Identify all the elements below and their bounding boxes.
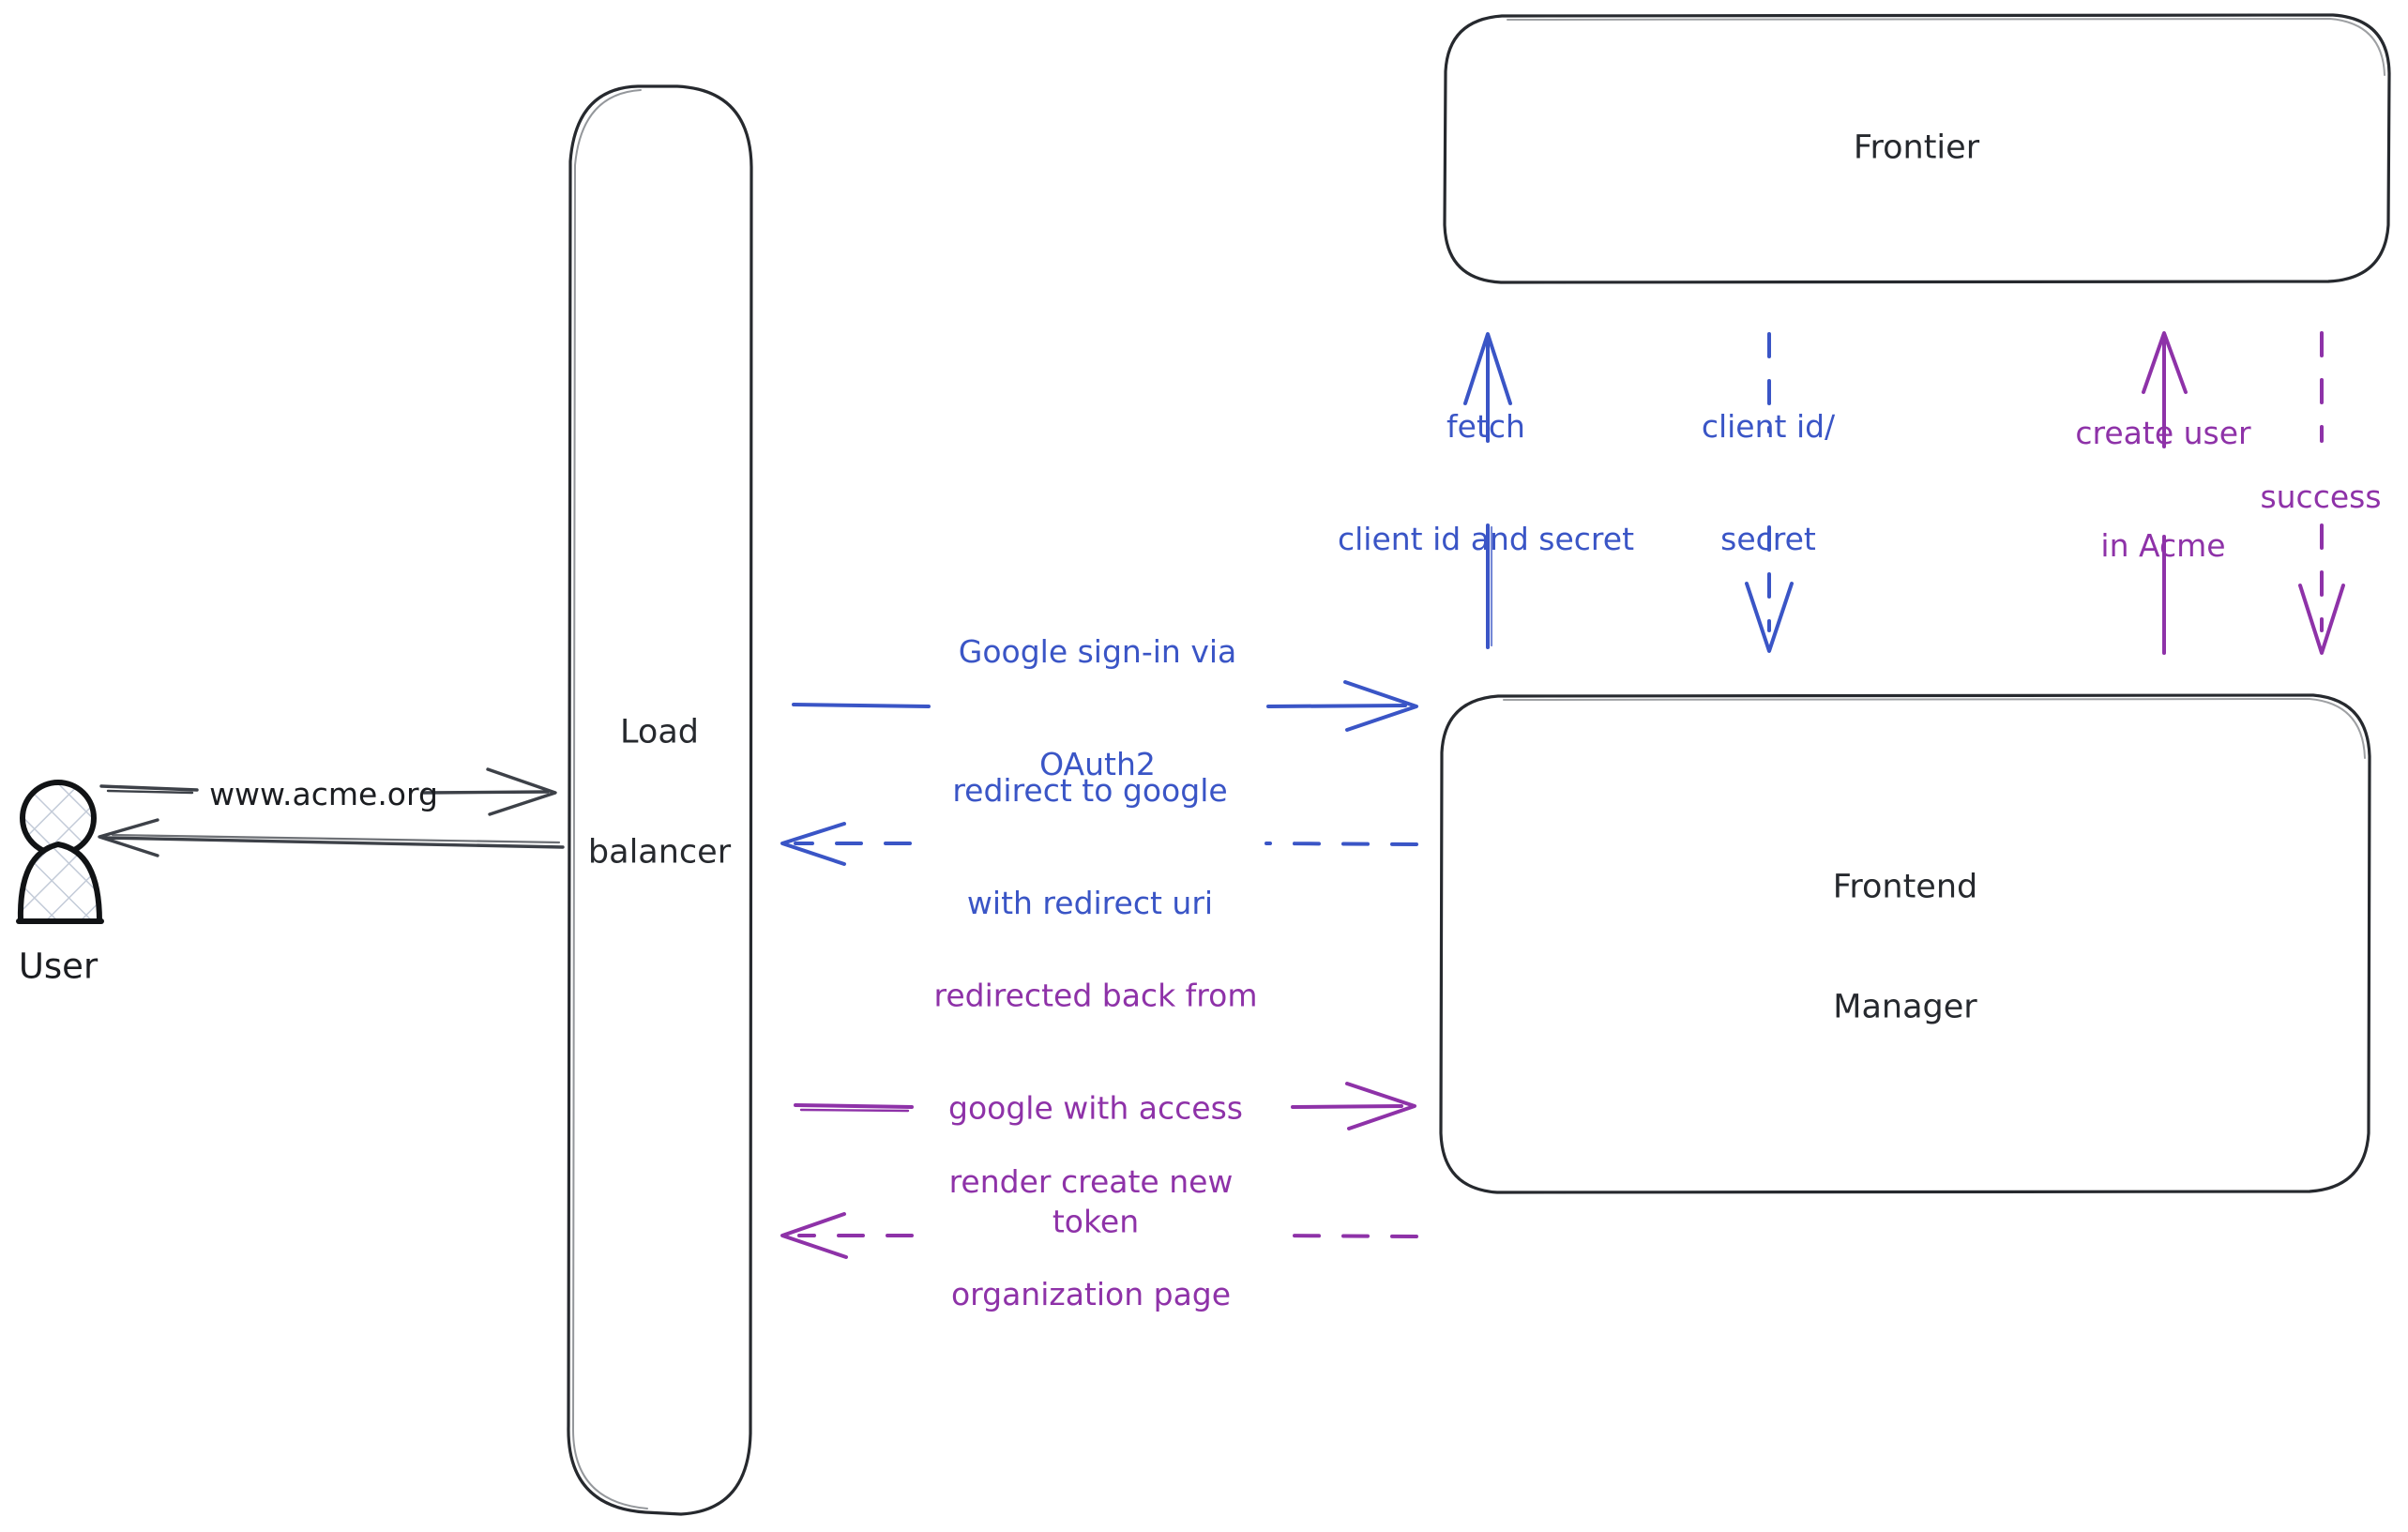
frontier-box[interactable] (1443, 13, 2391, 284)
frontend-manager-box[interactable] (1439, 693, 2371, 1194)
edge-create-user-in-acme (2142, 331, 2188, 655)
load-balancer-box[interactable] (567, 84, 753, 1516)
edge-fetch-client-id-and-secret (1463, 332, 1512, 649)
edge-google-signin-oauth2 (792, 680, 1418, 732)
edge-render-create-new-organization-page (780, 1212, 1418, 1259)
edge-load-balancer-to-user (98, 818, 565, 857)
edge-client-id-secret-response (1745, 332, 1794, 653)
edge-redirect-to-google (780, 822, 1418, 866)
edge-success-response (2298, 331, 2345, 655)
person-icon (16, 780, 104, 924)
edge-redirected-back-from-google (794, 1082, 1416, 1130)
edge-user-to-load-balancer (99, 767, 557, 816)
